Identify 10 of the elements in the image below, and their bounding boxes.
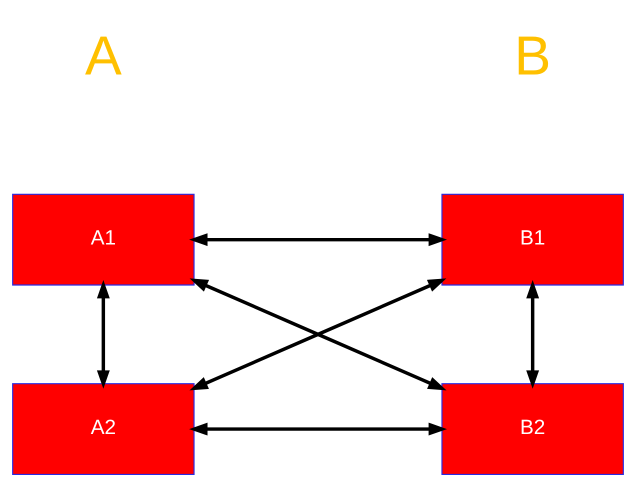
label: A bbox=[84, 24, 122, 86]
label: B bbox=[514, 24, 552, 86]
node-box: A2 bbox=[12, 382, 195, 474]
arrow bbox=[189, 422, 448, 436]
node-box: A1 bbox=[12, 193, 195, 286]
node-box: B1 bbox=[441, 193, 624, 286]
node-box: B2 bbox=[441, 382, 624, 474]
arrow bbox=[96, 279, 110, 388]
arrow bbox=[189, 232, 448, 246]
arrow bbox=[526, 279, 540, 388]
